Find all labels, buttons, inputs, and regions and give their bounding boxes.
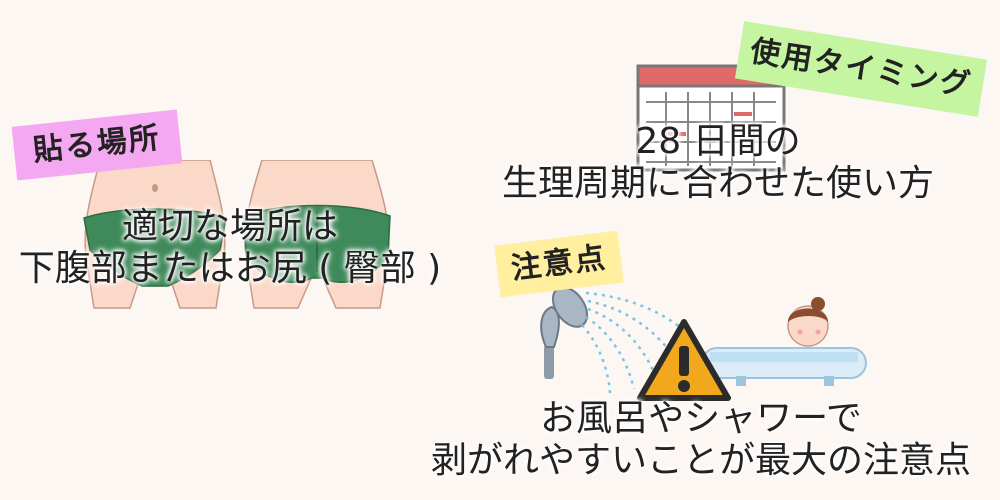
caption-place-line2: 下腹部またはお尻 ( 臀部 ) [18,248,442,289]
caption-place-line1: 適切な場所は [121,206,338,247]
caption-caution: お風呂やシャワーで 剥がれやすいことが最大の注意点 [408,398,994,482]
caption-place: 適切な場所は 下腹部またはお尻 ( 臀部 ) [10,206,450,290]
caption-caution-line2: 剥がれやすいことが最大の注意点 [430,440,971,481]
calendar-icon [636,64,786,172]
caption-timing: 28 日間の 生理周期に合わせた使い方 [495,121,941,205]
caption-timing-line1: 28 日間の [635,121,801,162]
caption-timing-line2: 生理周期に合わせた使い方 [501,163,934,204]
lower-abdomen-icon [83,160,227,309]
warning-icon [637,319,731,401]
buttocks-icon [243,160,391,309]
caption-caution-line1: お風呂やシャワーで [540,398,862,439]
